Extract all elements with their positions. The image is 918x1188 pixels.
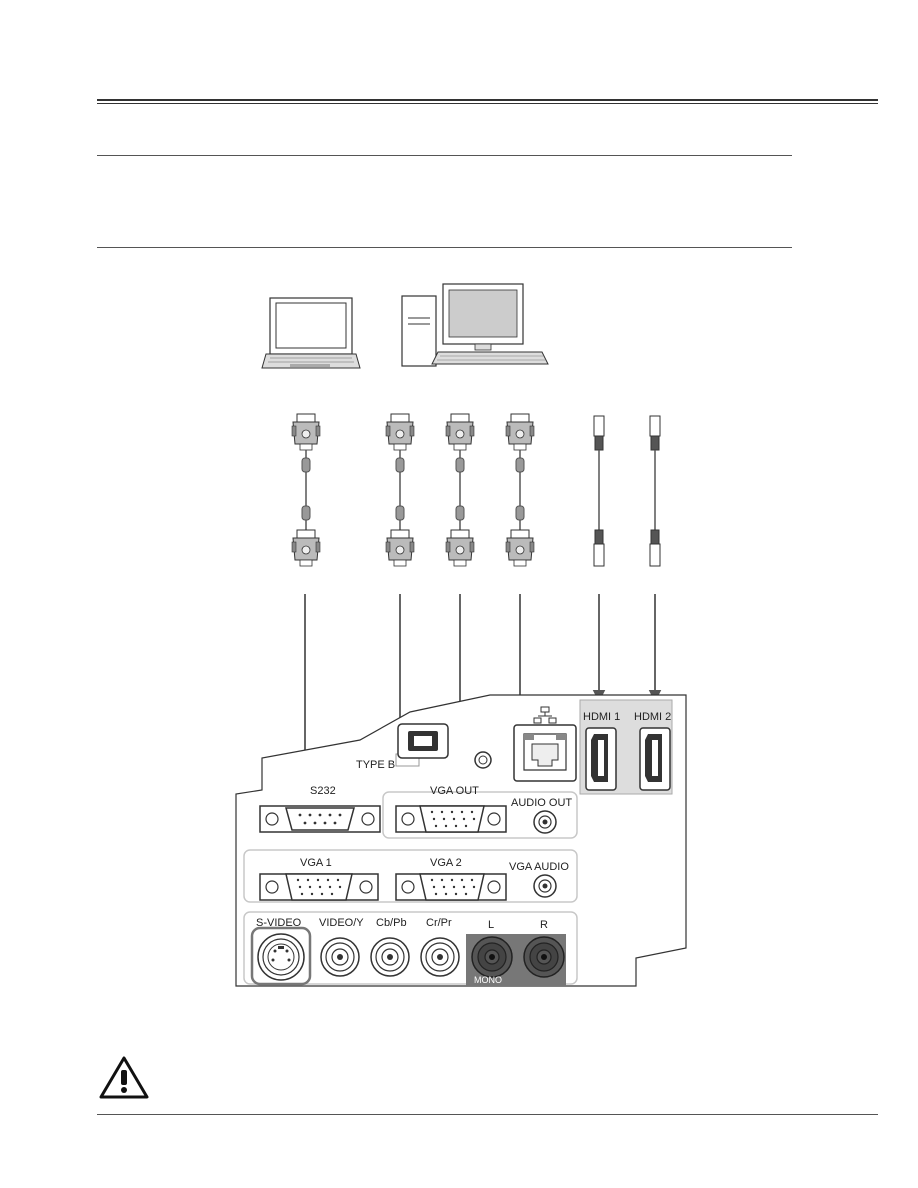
mono-label: MONO bbox=[474, 975, 502, 985]
vga-cable-1 bbox=[445, 413, 475, 567]
lan-port bbox=[513, 724, 577, 782]
vga-out-label: VGA OUT bbox=[430, 785, 479, 797]
hdmi-cable-2 bbox=[649, 415, 661, 567]
vga2-port bbox=[395, 873, 507, 901]
vga-audio-jack bbox=[533, 874, 557, 898]
cr-pr-label: Cr/Pr bbox=[426, 917, 452, 929]
warning-icon bbox=[99, 1056, 149, 1099]
l-label: L bbox=[488, 919, 495, 931]
hdmi-cable-1 bbox=[593, 415, 605, 567]
vga-audio-label: VGA AUDIO bbox=[509, 861, 569, 873]
hdmi2-port bbox=[639, 727, 671, 791]
vga-cable-2 bbox=[505, 413, 535, 567]
header-rule-bottom bbox=[97, 103, 878, 104]
type-b-label: TYPE B bbox=[356, 759, 396, 771]
laptop-icon bbox=[261, 297, 361, 369]
network-icon bbox=[533, 706, 557, 724]
vga1-label: VGA 1 bbox=[300, 857, 332, 869]
hdmi1-label: HDMI 1 bbox=[583, 711, 621, 723]
r-label: R bbox=[540, 919, 548, 931]
video-y-jack bbox=[320, 937, 360, 977]
audio-r-jack bbox=[523, 936, 565, 978]
serial-cable bbox=[291, 413, 321, 567]
section-rule-1 bbox=[97, 155, 792, 156]
vga1-port bbox=[259, 873, 379, 901]
usb-type-b-port bbox=[397, 723, 449, 759]
audio-l-jack bbox=[471, 936, 513, 978]
vga2-label: VGA 2 bbox=[430, 857, 462, 869]
s-video-port bbox=[250, 926, 312, 986]
cb-pb-jack bbox=[370, 937, 410, 977]
audio-out-label: AUDIO OUT bbox=[511, 797, 573, 809]
s-video-label: S-VIDEO bbox=[256, 917, 302, 929]
audio-out-jack bbox=[533, 810, 557, 834]
header-rule-top bbox=[97, 99, 878, 101]
vga-out-port bbox=[395, 805, 507, 833]
cr-pr-jack bbox=[420, 937, 460, 977]
vga-cable-out bbox=[385, 413, 415, 567]
hdmi2-label: HDMI 2 bbox=[634, 711, 672, 723]
desktop-computer-icon bbox=[401, 283, 549, 367]
footer-rule bbox=[97, 1114, 878, 1115]
video-y-label: VIDEO/Y bbox=[319, 917, 364, 929]
hdmi1-port bbox=[585, 727, 617, 791]
rs232-label: S232 bbox=[310, 785, 336, 797]
cb-pb-label: Cb/Pb bbox=[376, 917, 407, 929]
rs232-port bbox=[259, 805, 381, 833]
section-rule-2 bbox=[97, 247, 792, 248]
